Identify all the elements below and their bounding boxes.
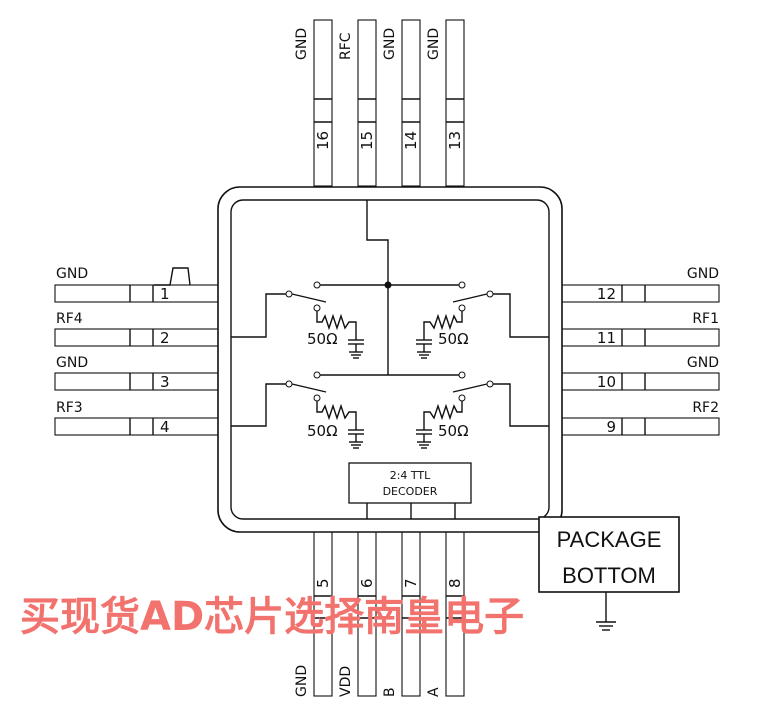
- right-leads: GND RF1 GND RF2 12 11 10 9: [552, 266, 720, 436]
- top-leads: GND RFC GND GND 16 15 14 13: [294, 19, 465, 187]
- pin-1-lead: [54, 284, 222, 303]
- pin-9-name: RF2: [692, 400, 719, 416]
- pin-10-name: GND: [687, 355, 719, 371]
- pin-16-lead: [313, 19, 333, 187]
- pin-2-lead: [54, 328, 222, 347]
- die-outline: [230, 199, 550, 520]
- pin-11-lead: [552, 328, 720, 347]
- termination-rf4-label: 50Ω: [307, 330, 338, 348]
- pin-14-lead: [401, 19, 421, 187]
- decoder-title: 2:4 TTL: [390, 469, 431, 482]
- pin-13-number: 13: [446, 131, 464, 150]
- pin-9-number: 9: [606, 418, 616, 436]
- pin-15-number: 15: [358, 131, 376, 150]
- termination-rf1: [416, 311, 463, 359]
- pin-16-number: 16: [314, 131, 332, 150]
- pin-1-gnd-bump: [154, 267, 191, 286]
- pin-6-number: 6: [358, 578, 376, 588]
- termination-rf2-label: 50Ω: [438, 422, 469, 440]
- package-bottom-line1: PACKAGE: [557, 527, 662, 552]
- pin-14-name: GND: [382, 28, 398, 60]
- pin-2-name: RF4: [56, 311, 83, 327]
- bottom-leads: 5 6 7 8 GND VDD B A: [294, 529, 465, 697]
- pin-5-lead: [313, 529, 333, 697]
- pin-7-name: B: [382, 687, 398, 697]
- pin-11-number: 11: [597, 329, 616, 347]
- pin-1-number: 1: [160, 285, 170, 303]
- watermark-text: 买现货AD芯片选择南皇电子: [20, 594, 524, 640]
- package-bottom-line2: BOTTOM: [562, 563, 656, 588]
- switch-rf4: [231, 281, 327, 338]
- package-outline: [217, 186, 563, 533]
- pin-11-name: RF1: [692, 311, 719, 327]
- decoder-subtitle: DECODER: [383, 485, 438, 498]
- left-leads: GND RF4 GND RF3 1 2 3 4: [54, 266, 222, 436]
- pin-8-name: A: [426, 687, 442, 697]
- pin-4-number: 4: [160, 418, 170, 436]
- decoder-block: [348, 462, 472, 504]
- termination-rf3-label: 50Ω: [307, 422, 338, 440]
- pin-15-name: RFC: [338, 32, 354, 60]
- pin-3-name: GND: [56, 355, 88, 371]
- pin-7-number: 7: [402, 578, 420, 588]
- pin-12-name: GND: [687, 266, 719, 282]
- pin-3-lead: [54, 372, 222, 391]
- pin-6-name: VDD: [338, 666, 354, 697]
- switch-rf1: [452, 281, 549, 338]
- pin-12-lead: [552, 284, 720, 303]
- pin-1-name: GND: [56, 266, 88, 282]
- pin-14-number: 14: [402, 131, 420, 150]
- termination-rf2: [416, 401, 463, 449]
- switch-rf3: [231, 371, 327, 427]
- pin-16-name: GND: [294, 28, 310, 60]
- pin-10-lead: [552, 372, 720, 391]
- pin-5-number: 5: [314, 578, 332, 588]
- pin-15-lead: [357, 19, 377, 187]
- termination-rf3: [316, 401, 364, 449]
- termination-rf4: [316, 311, 364, 359]
- package-bottom-callout: PACKAGE BOTTOM: [538, 516, 680, 631]
- pin-4-name: RF3: [56, 400, 83, 416]
- pin-3-number: 3: [160, 373, 170, 391]
- pin-5-name: GND: [294, 665, 310, 697]
- pin-13-lead: [445, 19, 465, 187]
- rfc-line: [366, 200, 389, 285]
- pin-12-number: 12: [597, 285, 616, 303]
- pin-8-number: 8: [446, 578, 464, 588]
- pin-4-lead: [54, 417, 222, 436]
- pin-2-number: 2: [160, 329, 170, 347]
- pin-10-number: 10: [597, 373, 616, 391]
- pin-13-name: GND: [426, 28, 442, 60]
- package-bottom-box: [538, 516, 680, 593]
- internal-circuit: 50Ω 50Ω 50Ω 50Ω 2:4 TTL DECODER: [231, 200, 549, 519]
- switch-rf2: [452, 371, 549, 427]
- termination-rf1-label: 50Ω: [438, 330, 469, 348]
- pin-9-lead: [552, 417, 720, 436]
